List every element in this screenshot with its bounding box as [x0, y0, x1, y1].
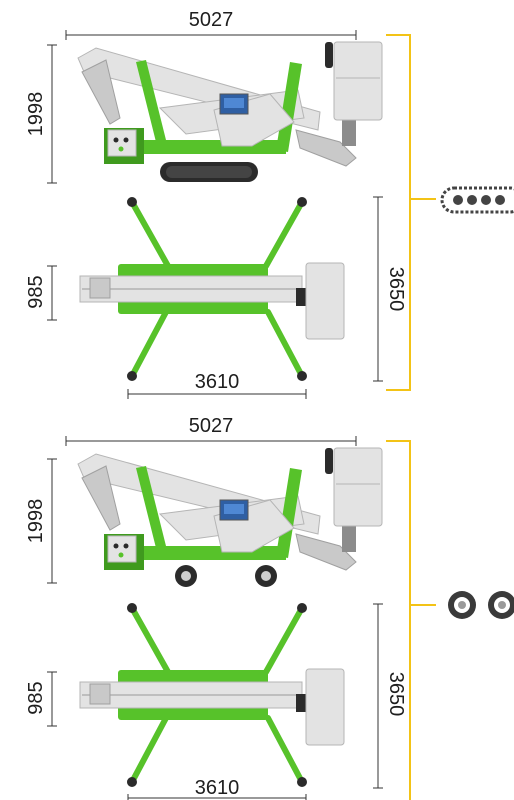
wheel-pair-icon [448, 591, 514, 619]
variant-bracket [386, 440, 411, 800]
span-label: 3650 [385, 267, 407, 312]
jib [295, 533, 357, 571]
length-label: 5027 [189, 415, 234, 437]
track-inner [166, 166, 252, 178]
panel-knob [118, 146, 124, 152]
basket-top [305, 262, 345, 340]
outrigger-leg [276, 62, 302, 152]
outrigger-foot [127, 603, 137, 613]
wheeled-variant: 5027 1998 [25, 415, 514, 800]
control-box-top [89, 277, 111, 299]
basket [333, 41, 383, 121]
display-panel [224, 504, 244, 514]
spread-label: 3610 [195, 777, 240, 799]
control-panel [107, 129, 137, 157]
side-view-wheeled: 5027 1998 [25, 415, 383, 587]
control-panel [107, 535, 137, 563]
machine-side-drawing [77, 41, 383, 182]
outrigger-arm [129, 605, 171, 675]
panel-knob [113, 543, 119, 549]
outrigger-arm [263, 199, 305, 269]
panel-knob [123, 543, 129, 549]
height-label: 1998 [25, 92, 47, 137]
outrigger-leg [136, 60, 168, 150]
variant-bracket [386, 34, 411, 391]
boom-arm [81, 59, 121, 125]
outrigger-leg [136, 466, 168, 556]
outriggers [127, 197, 307, 381]
jib-connector [296, 694, 308, 712]
jib [295, 129, 357, 167]
span-label: 3650 [385, 672, 407, 717]
boom-arm [81, 465, 121, 531]
tracked-variant: 5027 1998 [25, 9, 514, 399]
top-view-tracked: 985 3610 3650 [25, 196, 407, 399]
outrigger-arm [129, 715, 169, 785]
outrigger-arm [129, 199, 171, 269]
panel-knob [118, 552, 124, 558]
chassis [136, 546, 286, 560]
length-label: 5027 [189, 9, 234, 31]
basket [333, 447, 383, 527]
height-label: 1998 [25, 499, 47, 544]
panel-knob [123, 137, 129, 143]
outrigger-arm [129, 309, 169, 379]
jib-head [342, 118, 356, 146]
jib-connector [296, 288, 308, 306]
wheel-hub [181, 571, 191, 581]
outrigger-foot [297, 371, 307, 381]
crawler-track-icon [440, 186, 514, 214]
control-box-top [89, 683, 111, 705]
outrigger-foot [297, 197, 307, 207]
spread-label: 3610 [195, 371, 240, 393]
chassis [136, 140, 286, 154]
outrigger-foot [297, 603, 307, 613]
wheel-hub [261, 571, 271, 581]
outrigger-arm [265, 309, 305, 379]
outrigger-foot [127, 777, 137, 787]
machine-side-drawing [77, 447, 383, 587]
outrigger-leg [276, 468, 302, 558]
side-view-tracked: 5027 1998 [25, 9, 383, 184]
outrigger-foot [127, 371, 137, 381]
top-view-wheeled: 985 3610 3650 [25, 603, 407, 800]
display-panel [224, 98, 244, 108]
basket-top [305, 668, 345, 746]
outrigger-arm [263, 605, 305, 675]
basket-control [325, 42, 333, 68]
basket-control [325, 448, 333, 474]
width-label: 985 [25, 681, 47, 714]
outrigger-foot [297, 777, 307, 787]
outriggers [127, 603, 307, 787]
jib-head [342, 524, 356, 552]
outrigger-arm [265, 715, 305, 785]
outrigger-foot [127, 197, 137, 207]
width-label: 985 [25, 275, 47, 308]
panel-knob [113, 137, 119, 143]
